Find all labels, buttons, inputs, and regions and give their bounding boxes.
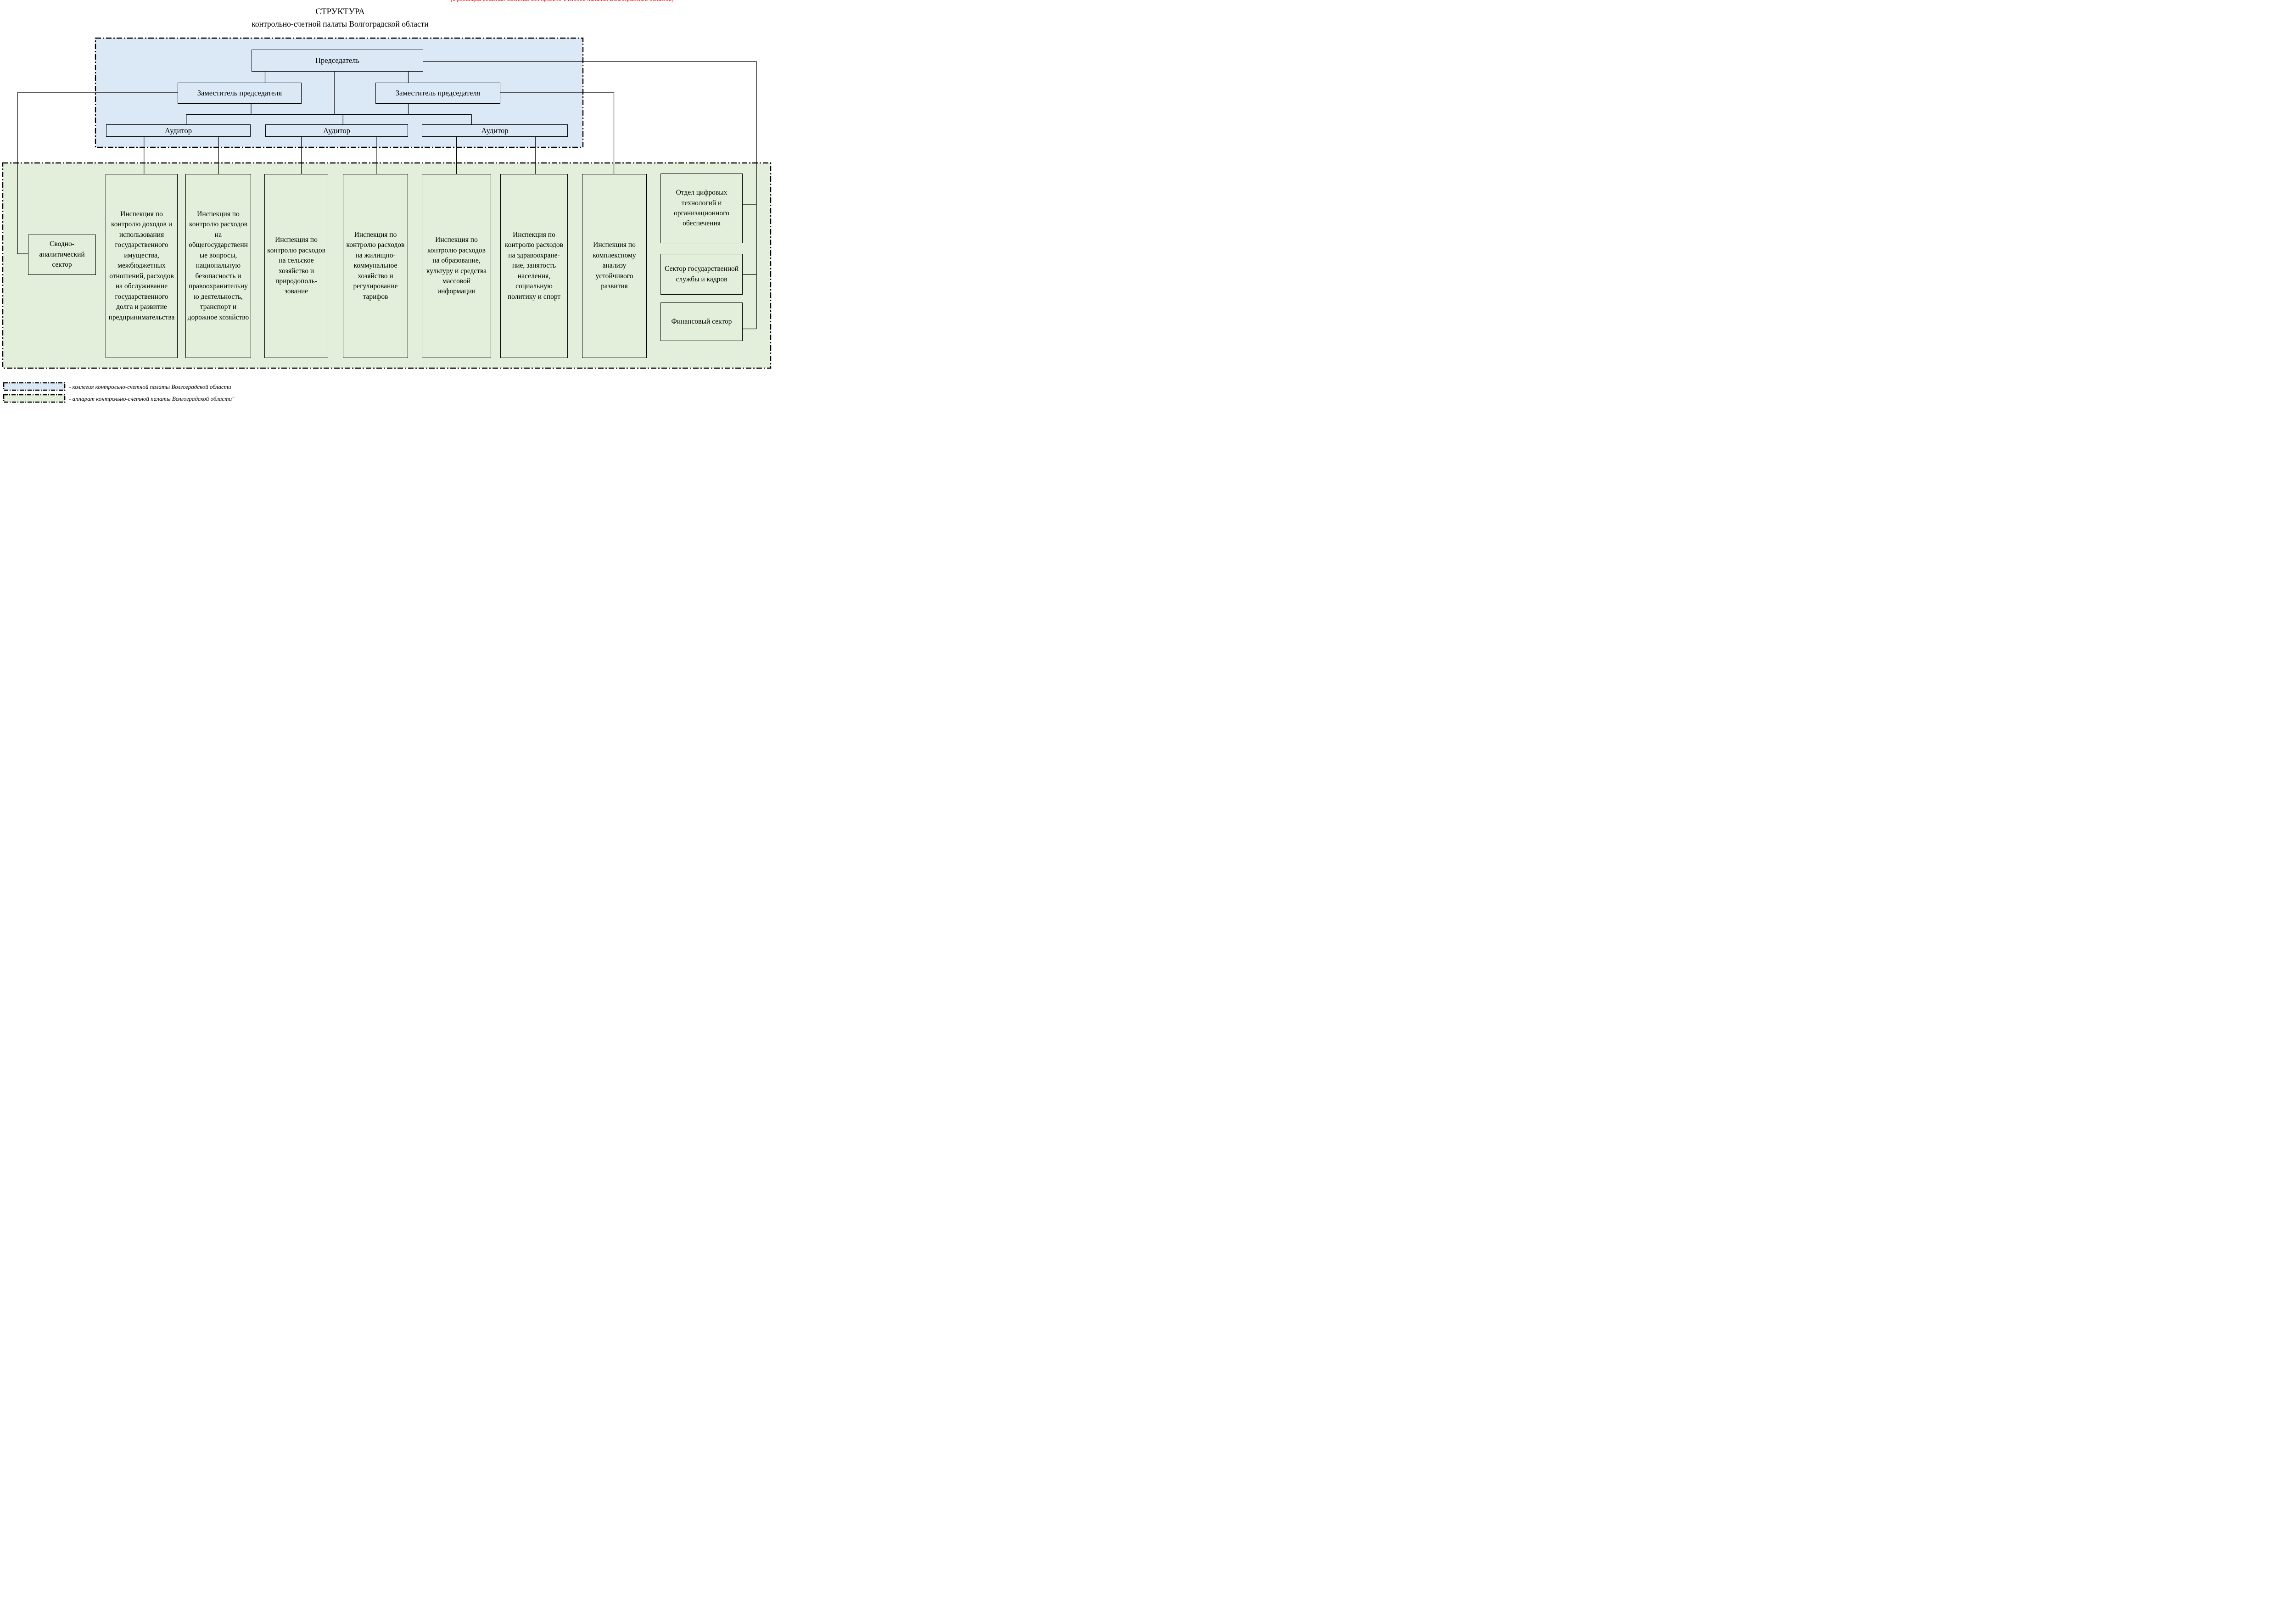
box-inspection-2: Инспекция по контролю расходов на общего… [185,174,251,358]
inspection-1-label: Инспекция по контролю доходов и использо… [108,210,175,321]
box-inspection-3: Инспекция по контролю расходов на сельск… [264,174,328,358]
box-deputy-chairman-left: Заместитель председателя [178,83,302,104]
digital-department-label: Отдел цифровых технологий и организацион… [674,189,729,228]
line-deputy-left-summary-sector [17,92,178,254]
finance-sector-label: Финансовый сектор [671,317,732,325]
legend-collegium-swatch [3,382,66,391]
box-auditor-3: Аудитор [422,124,568,137]
box-auditor-1: Аудитор [106,124,251,137]
summary-sector-label: Сводно-аналитический сектор [39,240,85,269]
inspection-2-label: Инспекция по контролю расходов на общего… [187,210,249,321]
box-inspection-4: Инспекция по контролю расходов на жилищн… [343,174,408,358]
page-title-line1: СТРУКТУРА [315,7,365,17]
legend-apparatus-label: - аппарат контрольно-счетной палаты Волг… [69,395,235,402]
inspection-6-label: Инспекция по контролю расходов на здраво… [505,230,563,301]
box-finance-sector: Финансовый сектор [661,302,743,341]
inspection-5-label: Инспекция по контролю расходов на образо… [426,236,487,296]
line-deputy-right-inspection7 [500,92,615,174]
box-inspection-7: Инспекция по комплексному анализу устойч… [582,174,647,358]
inspection-3-label: Инспекция по контролю расходов на сельск… [267,236,325,296]
box-auditor-2: Аудитор [265,124,408,137]
connector-lines [17,61,757,330]
auditor-3-label: Аудитор [481,126,509,135]
box-summary-sector: Сводно-аналитический сектор [28,235,96,275]
page-title: СТРУКТУРА контрольно-счетной палаты Волг… [0,6,680,30]
auditor-1-label: Аудитор [164,126,192,135]
box-digital-technologies-department: Отдел цифровых технологий и организацион… [661,174,743,243]
legend-apparatus-swatch [3,394,66,403]
legend-collegium-label: - коллегия контрольно-счетной палаты Вол… [69,383,231,390]
box-inspection-6: Инспекция по контролю расходов на здраво… [500,174,568,358]
chairman-label: Председатель [315,56,359,65]
auditor-2-label: Аудитор [323,126,351,135]
civil-service-sector-label: Сектор государственной службы и кадров [664,265,739,283]
inspection-7-label: Инспекция по комплексному анализу устойч… [593,241,636,291]
box-inspection-1: Инспекция по контролю доходов и использо… [106,174,178,358]
deputy-right-label: Заместитель председателя [395,89,481,98]
line-chairman-right-bracket [423,61,757,329]
inspection-4-label: Инспекция по контролю расходов на жилищн… [346,230,405,301]
box-inspection-5: Инспекция по контролю расходов на образо… [422,174,491,358]
deputy-left-label: Заместитель председателя [197,89,282,98]
box-chairman: Председатель [252,50,423,72]
org-chart-page: { "clipped_note": "(в редакции решения к… [0,0,775,406]
box-civil-service-sector: Сектор государственной службы и кадров [661,254,743,295]
clipped-red-note: (в редакции решения коллегии контрольно-… [451,0,674,3]
box-deputy-chairman-right: Заместитель председателя [375,83,500,104]
page-title-line2: контрольно-счетной палаты Волгоградской … [252,19,429,28]
